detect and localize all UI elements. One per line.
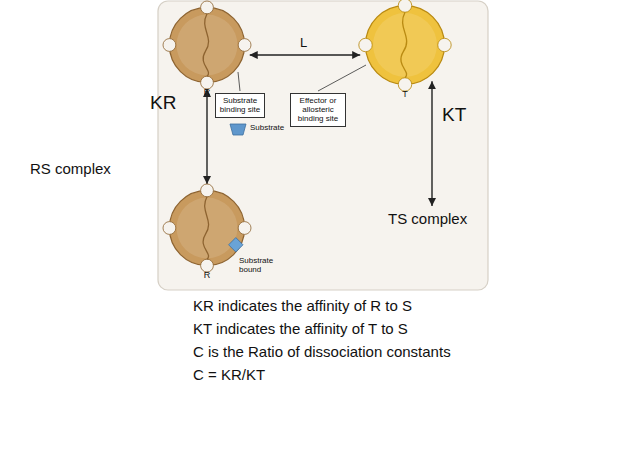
note-line: C is the Ratio of dissociation constants xyxy=(193,343,451,360)
state-letter: R xyxy=(167,270,247,280)
callout-box: Effector or allosteric binding site xyxy=(290,93,346,127)
protein-shape xyxy=(167,5,247,85)
bound-substrate xyxy=(229,238,243,252)
edge-label: KR xyxy=(150,92,176,114)
callout-box: Substrate binding site xyxy=(215,93,265,118)
equilibrium-arrow xyxy=(250,54,360,55)
edge-label: L xyxy=(300,35,307,50)
equilibrium-arrow xyxy=(431,81,432,206)
substrate-symbol xyxy=(230,124,246,135)
callout-text: Effector or allosteric binding site xyxy=(294,96,342,124)
panel-frame xyxy=(158,1,488,290)
protein-shape xyxy=(363,3,447,87)
complex-label: TS complex xyxy=(388,210,467,227)
state-letter: T xyxy=(363,89,447,99)
note-line: C = KR/KT xyxy=(193,366,265,383)
leader-line xyxy=(238,72,240,91)
substrate-bound-label: Substrate bound xyxy=(239,256,285,274)
callout-text: Substrate binding site xyxy=(219,96,261,114)
leader-line xyxy=(318,65,366,91)
protein-shape xyxy=(167,188,247,268)
note-line: KR indicates the affinity of R to S xyxy=(193,297,412,314)
substrate-label: Substrate xyxy=(250,123,284,132)
edge-label: KT xyxy=(442,104,466,126)
rs-complex-circle: RSubstrate bound xyxy=(167,188,247,268)
t-state-circle: T xyxy=(363,3,447,87)
equilibrium-arrow xyxy=(206,89,207,184)
complex-label: RS complex xyxy=(30,160,111,177)
r-state-circle: R xyxy=(167,5,247,85)
note-line: KT indicates the affinity of T to S xyxy=(193,320,408,337)
complex-label-node: TS complex xyxy=(388,210,467,227)
